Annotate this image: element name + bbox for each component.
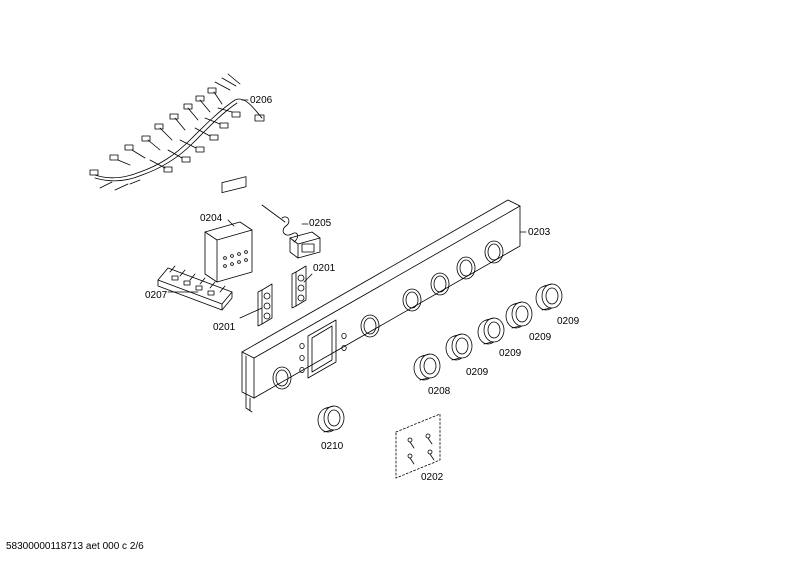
wiring-harness-0206 (89, 73, 265, 191)
callout-0209-c: 0209 (499, 348, 522, 359)
knob-0209-a (535, 283, 563, 311)
knob-0209-b (505, 301, 533, 329)
callout-0209-d: 0209 (466, 367, 489, 378)
knob-0208 (413, 353, 441, 381)
timer-switch-0205 (261, 204, 321, 259)
knob-0210 (317, 405, 345, 433)
callout-0204: 0204 (200, 213, 223, 224)
callout-0201-left: 0201 (213, 322, 236, 333)
callout-0208: 0208 (428, 386, 451, 397)
control-panel-0203 (241, 199, 521, 413)
callout-0203: 0203 (528, 227, 551, 238)
callout-0210: 0210 (321, 441, 344, 452)
control-module-0204 (204, 176, 253, 283)
callout-0205: 0205 (309, 218, 332, 229)
callout-0209-a: 0209 (557, 316, 580, 327)
terminal-block-0207 (157, 265, 233, 311)
callout-0202: 0202 (421, 472, 444, 483)
knob-holder-0201-left (257, 283, 273, 327)
document-id-footer: 58300000118713 aet 000 c 2/6 (6, 541, 144, 552)
callout-0209-b: 0209 (529, 332, 552, 343)
knob-0209-c (477, 317, 505, 345)
knob-holder-0201-right (291, 265, 307, 309)
callout-0207: 0207 (145, 290, 168, 301)
knob-0209-d (445, 333, 473, 361)
callout-0201-right: 0201 (313, 263, 336, 274)
screws-0202 (395, 413, 441, 479)
leader-lines (167, 99, 527, 319)
callout-0206: 0206 (250, 95, 273, 106)
